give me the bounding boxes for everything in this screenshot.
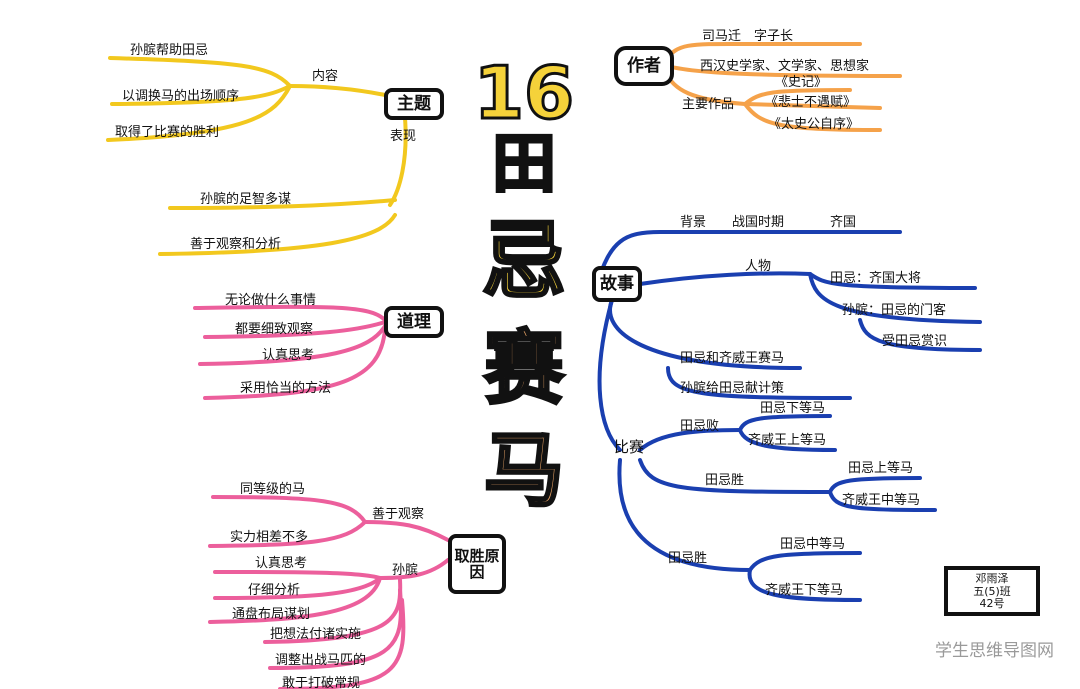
story-round-1-item-2: 齐威王上等马	[748, 432, 826, 448]
story-node: 故事	[592, 266, 642, 302]
story-round-2-item-1: 田忌上等马	[848, 460, 913, 476]
theme-content-item-2: 以调换马的出场顺序	[122, 88, 239, 104]
lesson-node-label: 道理	[397, 311, 431, 332]
win-sunbin-item-2: 仔细分析	[248, 583, 300, 598]
lesson-branch-lines	[193, 304, 387, 400]
theme-branch-lines	[106, 56, 408, 256]
win-observe-item-1: 同等级的马	[240, 481, 305, 497]
story-round-3-item-2: 齐威王下等马	[765, 582, 843, 598]
theme-node-label: 主题	[397, 93, 431, 114]
story-round-3-item-1: 田忌中等马	[780, 536, 845, 552]
theme-express-item-1: 孙膑的足智多谋	[200, 191, 291, 207]
lesson-node: 道理	[384, 306, 444, 338]
author-work-2: 《悲士不遇赋》	[765, 94, 856, 110]
theme-node: 主题	[384, 88, 444, 120]
lesson-item-3: 认真思考	[262, 348, 314, 363]
title-char-2: 忌	[482, 211, 566, 310]
win-observe-label: 善于观察	[372, 506, 424, 522]
title-char-3: 赛	[484, 321, 565, 415]
story-background-item-1: 战国时期	[732, 215, 784, 230]
title-char-1: 田	[492, 127, 556, 202]
theme-content-item-3: 取得了比赛的胜利	[115, 124, 219, 140]
author-works-label: 主要作品	[682, 97, 734, 112]
signature-name: 邓雨泽	[975, 572, 1009, 585]
author-work-1: 《史记》	[775, 75, 827, 90]
story-background-label: 背景	[680, 215, 706, 230]
story-people-item-1: 田忌：齐国大将	[830, 270, 921, 286]
author-node: 作者	[614, 46, 674, 86]
lesson-item-2: 都要细致观察	[235, 322, 313, 337]
win-sunbin-item-4: 把想法付诸实施	[270, 626, 361, 642]
story-people-item-2: 孙膑：田忌的门客	[842, 302, 946, 318]
win-observe-item-2: 实力相差不多	[230, 529, 308, 545]
win-sunbin-item-3: 通盘布局谋划	[232, 606, 310, 622]
story-people-label: 人物	[745, 259, 771, 274]
story-round-2-item-2: 齐威王中等马	[842, 492, 920, 508]
title-char-4: 马	[484, 423, 564, 517]
story-background-item-2: 齐国	[830, 214, 856, 230]
title-number: 16	[474, 51, 574, 135]
story-round-1-item-1: 田忌下等马	[760, 400, 825, 416]
win-reason-branch-lines	[208, 495, 450, 689]
author-work-3: 《太史公自序》	[768, 117, 859, 132]
watermark: 学生思维导图网	[935, 641, 1054, 661]
win-reason-node-label: 取胜原因	[454, 546, 500, 581]
author-node-label: 作者	[627, 55, 661, 76]
story-race-intro-2: 孙膑给田忌献计策	[680, 380, 784, 396]
theme-express-item-2: 善于观察和分析	[190, 236, 281, 252]
story-match-label: 比赛	[614, 438, 644, 456]
story-race-intro-1: 田忌和齐威王赛马	[680, 350, 784, 366]
win-reason-node: 取胜原因	[448, 534, 506, 594]
story-people-item-3: 受田忌赏识	[882, 334, 947, 349]
theme-content-label: 内容	[312, 68, 338, 84]
story-node-label: 故事	[600, 273, 634, 294]
lesson-item-1: 无论做什么事情	[225, 293, 316, 308]
win-sunbin-label: 孙膑	[392, 562, 418, 578]
signature-box: 邓雨泽 五(5)班 42号	[944, 566, 1040, 616]
win-sunbin-item-5: 调整出战马匹的	[275, 652, 366, 668]
signature-number: 42号	[979, 597, 1005, 611]
story-round-3-label: 田忌胜	[668, 551, 707, 566]
lesson-item-4: 采用恰当的方法	[240, 380, 331, 396]
win-sunbin-item-6: 敢于打破常规	[282, 676, 360, 689]
story-round-1-label: 田忌败	[680, 419, 719, 434]
theme-express-label: 表现	[390, 129, 416, 144]
story-round-2-label: 田忌胜	[705, 473, 744, 488]
author-name-line: 司马迁 字子长	[702, 29, 793, 44]
signature-class: 五(5)班	[973, 584, 1011, 598]
theme-content-item-1: 孙膑帮助田忌	[130, 42, 208, 58]
author-roles-line: 西汉史学家、文学家、思想家	[700, 58, 869, 74]
win-sunbin-item-1: 认真思考	[255, 556, 307, 571]
